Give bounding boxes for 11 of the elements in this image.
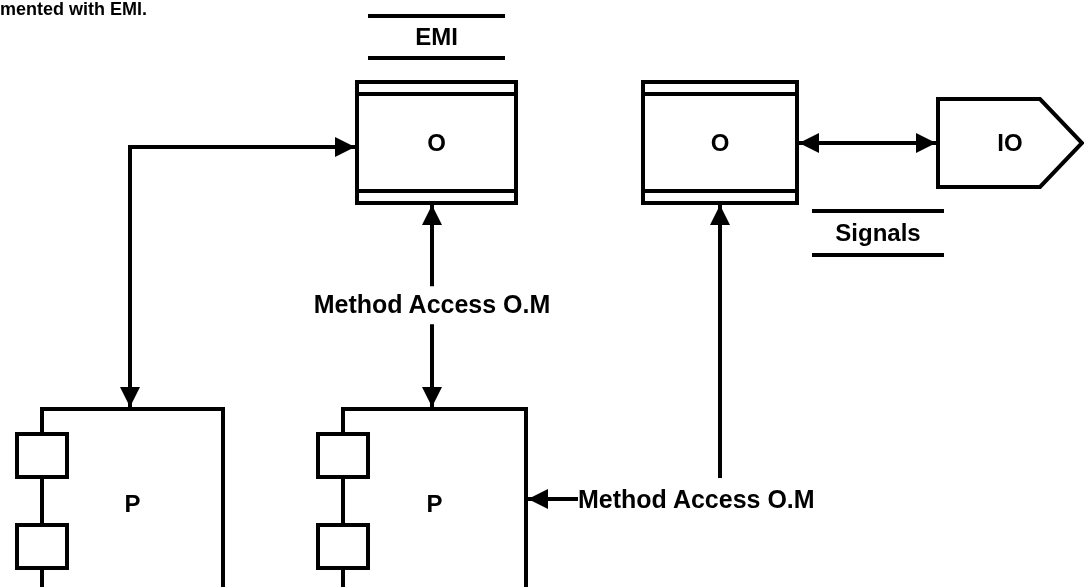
arrow — [528, 489, 578, 509]
caption-text: mented with EMI. — [0, 0, 147, 18]
arrow — [120, 137, 355, 407]
edge-label: Signals — [812, 209, 944, 257]
stereotype-label: EMI — [368, 14, 505, 60]
object-box: O — [641, 80, 799, 205]
io-pentagon: IO — [936, 97, 1084, 189]
arrow — [799, 133, 936, 153]
method-access-text: Method Access O.M — [578, 484, 870, 516]
object-box: O — [355, 80, 518, 205]
arrow — [710, 205, 730, 478]
